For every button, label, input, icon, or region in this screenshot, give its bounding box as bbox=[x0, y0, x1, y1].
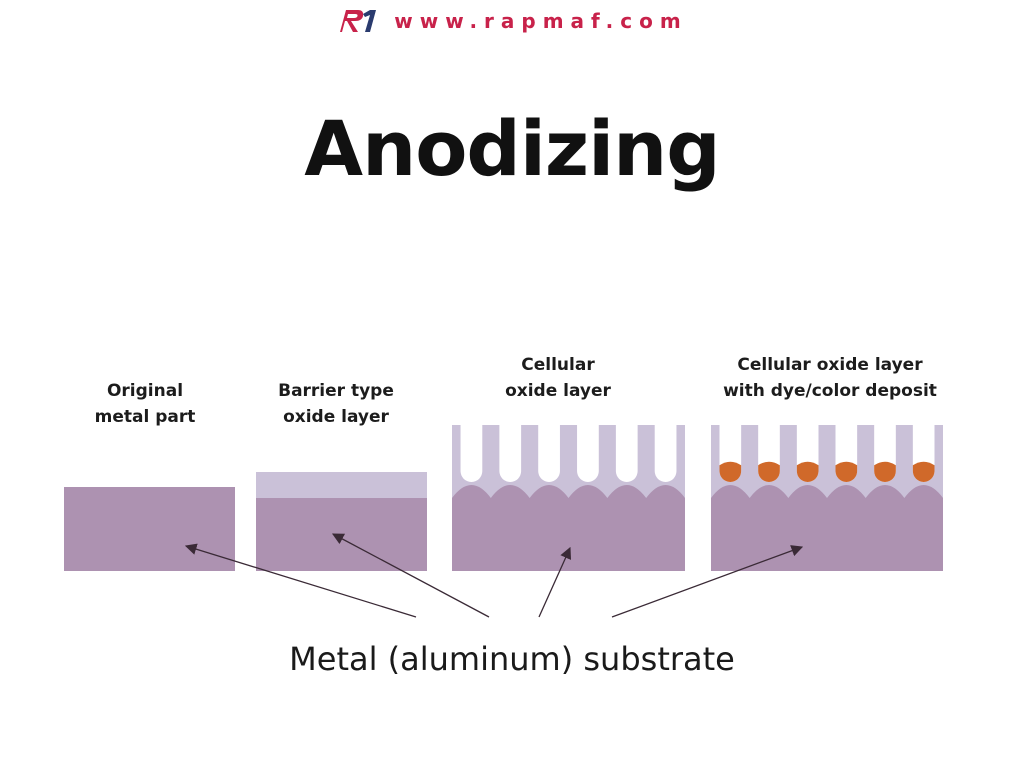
original-metal-block bbox=[64, 487, 235, 571]
label-barrier-line-2: oxide layer bbox=[283, 407, 389, 427]
cellular-pore bbox=[460, 425, 483, 483]
label-dyed-line-1: Cellular oxide layer bbox=[737, 355, 923, 375]
label-original-line-1: Original bbox=[106, 381, 184, 401]
barrier-metal-block bbox=[256, 498, 427, 571]
dyed-dye-deposit bbox=[874, 461, 896, 482]
substrate-arrow-2 bbox=[331, 533, 490, 618]
cellular-pore bbox=[538, 425, 560, 482]
label-dyed: Cellular oxide layer with dye/color depo… bbox=[712, 352, 948, 404]
label-barrier-line-1: Barrier type bbox=[278, 381, 394, 401]
substrate-label: Metal (aluminum) substrate bbox=[289, 640, 735, 678]
cellular-pore bbox=[577, 425, 599, 482]
label-original-line-2: metal part bbox=[94, 407, 196, 427]
dyed-dye-deposit bbox=[912, 461, 935, 482]
cellular-pore bbox=[499, 425, 522, 483]
header: www.rapmaf.com bbox=[0, 6, 1024, 36]
dyed-dye-deposit bbox=[835, 461, 858, 482]
dyed-dye-deposit bbox=[796, 461, 819, 482]
page-title: Anodizing bbox=[304, 104, 720, 193]
rapmaf-logo-icon bbox=[340, 10, 377, 32]
label-original: Original metal part bbox=[74, 378, 216, 430]
substrate-arrow-1 bbox=[184, 543, 417, 618]
cellular-pore bbox=[654, 425, 677, 483]
substrate-arrow-4 bbox=[611, 545, 804, 618]
label-barrier: Barrier type oxide layer bbox=[256, 378, 416, 430]
substrate-arrow-3 bbox=[538, 546, 572, 618]
barrier-oxide-layer bbox=[256, 472, 427, 498]
dyed-dye-deposit bbox=[758, 461, 780, 482]
cellular-pore bbox=[615, 425, 638, 483]
dyed-dye-deposit bbox=[719, 461, 742, 482]
dyed-oxide-layer bbox=[711, 425, 943, 498]
cellular-oxide-layer bbox=[452, 425, 685, 498]
label-cellular: Cellular oxide layer bbox=[478, 352, 638, 404]
label-dyed-line-2: with dye/color deposit bbox=[723, 381, 937, 401]
site-url[interactable]: www.rapmaf.com bbox=[394, 9, 688, 33]
label-cellular-line-1: Cellular bbox=[521, 355, 595, 375]
label-cellular-line-2: oxide layer bbox=[505, 381, 611, 401]
